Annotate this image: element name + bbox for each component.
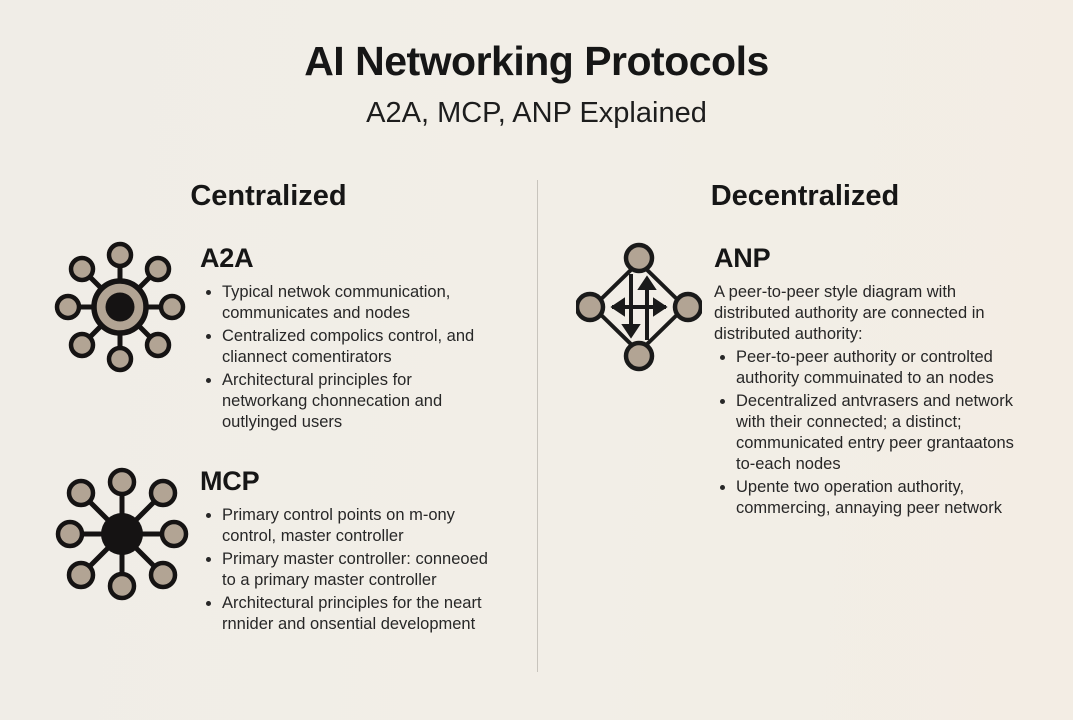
mcp-heading: MCP <box>200 466 260 496</box>
a2a-bullet-list: Typical netwok communication, communicat… <box>200 282 496 433</box>
anp-bullet: Decentralized antvrasers and network wit… <box>736 391 1020 475</box>
mcp-bullet: Primary control points on m-ony control,… <box>222 505 496 547</box>
decentralized-column-header: Decentralized <box>710 180 900 212</box>
a2a-section: A2A Typical netwok communication, commun… <box>200 243 496 435</box>
a2a-bullet: Typical netwok communication, communicat… <box>222 282 496 324</box>
anp-heading: ANP <box>714 243 771 273</box>
mcp-bullet-list: Primary control points on m-ony control,… <box>200 505 496 635</box>
column-divider <box>537 180 538 672</box>
a2a-heading: A2A <box>200 243 254 273</box>
a2a-hub-spoke-icon <box>45 232 195 382</box>
anp-bullet-list: Peer-to-peer authority or controlted aut… <box>714 347 1020 519</box>
anp-section: ANP A peer-to-peer style diagram with di… <box>714 243 1020 521</box>
anp-bullet: Upente two operation authority, commerci… <box>736 477 1020 519</box>
centralized-column-header: Centralized <box>190 180 347 212</box>
mcp-hub-spoke-icon <box>45 457 200 612</box>
mcp-bullet: Primary master controller: conneoed to a… <box>222 549 496 591</box>
a2a-bullet: Architectural principles for networkang … <box>222 370 496 433</box>
a2a-bullet: Centralized compolics control, and clian… <box>222 326 496 368</box>
page-title: AI Networking Protocols <box>304 38 769 84</box>
anp-bullet: Peer-to-peer authority or controlted aut… <box>736 347 1020 389</box>
mcp-section: MCP Primary control points on m-ony cont… <box>200 466 496 637</box>
page-subtitle: A2A, MCP, ANP Explained <box>366 97 707 129</box>
anp-intro-text: A peer-to-peer style diagram with distri… <box>714 283 985 343</box>
mcp-bullet: Architectural principles for the neart r… <box>222 593 496 635</box>
anp-peer-diamond-icon <box>576 240 702 374</box>
